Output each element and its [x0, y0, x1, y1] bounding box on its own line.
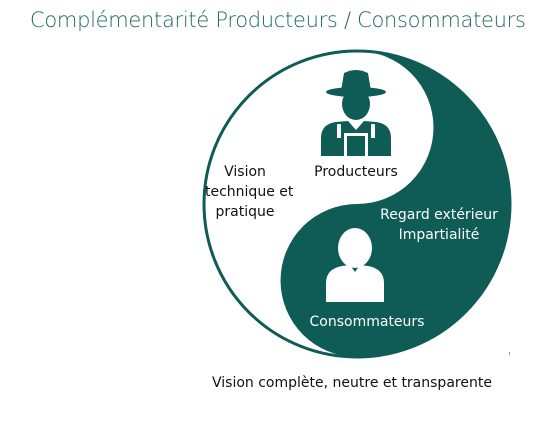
left-text-line-1: Vision: [224, 164, 266, 180]
left-text-block: Vision technique et pratique: [205, 162, 294, 222]
farmer-icon: [321, 70, 391, 156]
corner-mark: [509, 352, 510, 355]
right-text-block: Regard extérieur Impartialité: [375, 205, 503, 245]
caption: Vision complète, neutre et transparente: [212, 375, 492, 391]
page-title: Complémentarité Producteurs / Consommate…: [30, 8, 526, 32]
right-text-line-1: Regard extérieur: [380, 207, 498, 223]
person-icon: [326, 228, 384, 302]
consommateurs-label: Consommateurs: [309, 314, 425, 330]
producteurs-label: Producteurs: [314, 164, 398, 180]
left-text-line-2: technique et: [205, 184, 294, 200]
left-text-line-3: pratique: [215, 204, 275, 220]
right-text-line-2: Impartialité: [398, 227, 480, 243]
